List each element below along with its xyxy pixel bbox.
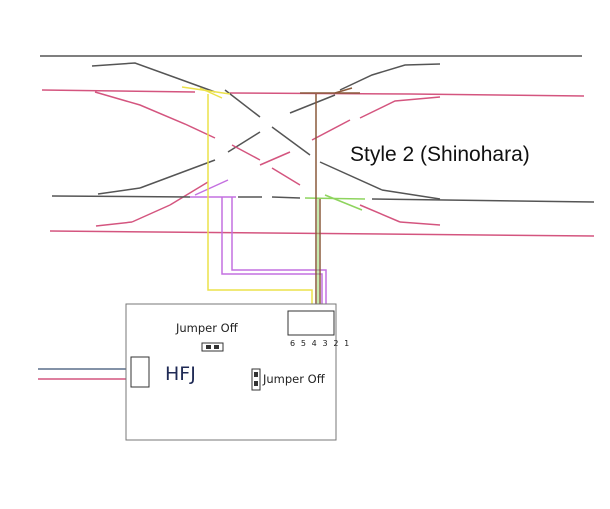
brown-highlight-diag bbox=[334, 87, 353, 94]
upper-track bbox=[41, 62, 585, 139]
cross-pink-a3 bbox=[359, 204, 401, 223]
cross-dark-a4 bbox=[381, 189, 441, 200]
yellow-highlight-diag bbox=[199, 87, 223, 99]
cross-pink-b5 bbox=[95, 221, 133, 227]
purple-wire-2 bbox=[231, 197, 327, 308]
cross-pink-b2 bbox=[259, 151, 291, 166]
cross-dark-b3 bbox=[139, 159, 216, 189]
jumper-top-label: Jumper Off bbox=[175, 321, 239, 335]
purple-wire-1 bbox=[221, 197, 323, 308]
input-connector bbox=[130, 356, 150, 388]
jumper-top[interactable] bbox=[201, 342, 224, 352]
board-name: HFJ bbox=[165, 363, 196, 385]
jumper-top-pin-a bbox=[206, 345, 211, 349]
jumper-right-pin-b bbox=[254, 381, 258, 386]
upper-curve-left-dark bbox=[91, 62, 216, 93]
connector-pin-numbers: 6 5 4 3 2 1 bbox=[290, 339, 351, 348]
upper-curve-left-pink bbox=[94, 91, 216, 139]
green-highlight-diag bbox=[324, 194, 363, 211]
cross-dark-a2 bbox=[271, 126, 311, 156]
crossover bbox=[95, 89, 441, 227]
lower-rail-dark-mid2 bbox=[271, 196, 301, 199]
jumper-top-body bbox=[201, 342, 224, 352]
jumper-top-pin-b bbox=[214, 345, 219, 349]
lower-track bbox=[49, 195, 595, 237]
track-highlights bbox=[181, 86, 366, 211]
jumper-right-pin-a bbox=[254, 372, 258, 377]
style-title: Style 2 (Shinohara) bbox=[350, 143, 530, 166]
jumper-right[interactable] bbox=[251, 368, 261, 391]
upper-curve-right-dark bbox=[339, 63, 441, 91]
jumper-right-label: Jumper Off bbox=[262, 372, 326, 386]
cross-dark-b2 bbox=[227, 131, 261, 153]
yellow-wire bbox=[207, 94, 313, 308]
cross-dark-b1 bbox=[289, 94, 336, 114]
cross-pink-b3 bbox=[169, 181, 209, 206]
upper-rail-outer-right bbox=[409, 93, 585, 97]
cross-pink-a4 bbox=[399, 221, 441, 226]
cross-dark-a1 bbox=[224, 89, 261, 118]
lower-rail-pink bbox=[49, 230, 595, 237]
upper-rail-outer-left bbox=[41, 89, 196, 93]
jumper-right-body bbox=[251, 368, 261, 391]
cross-pink-b1 bbox=[311, 119, 351, 141]
purple-highlight-diag bbox=[194, 179, 229, 196]
upper-curve-right-pink bbox=[359, 96, 441, 119]
cross-dark-b4 bbox=[97, 187, 141, 195]
feeder-wires bbox=[207, 94, 327, 308]
output-connector bbox=[287, 310, 335, 336]
cross-dark-a3 bbox=[319, 161, 383, 191]
lower-rail-dark-left bbox=[51, 195, 191, 198]
hfj-board: 6 5 4 3 2 1 HFJ Jumper Off Jumper Off bbox=[125, 303, 351, 441]
cross-pink-a1 bbox=[231, 144, 261, 161]
lower-rail-dark-right bbox=[371, 198, 595, 203]
cross-pink-a2 bbox=[271, 167, 301, 186]
cross-pink-b4 bbox=[131, 204, 171, 223]
